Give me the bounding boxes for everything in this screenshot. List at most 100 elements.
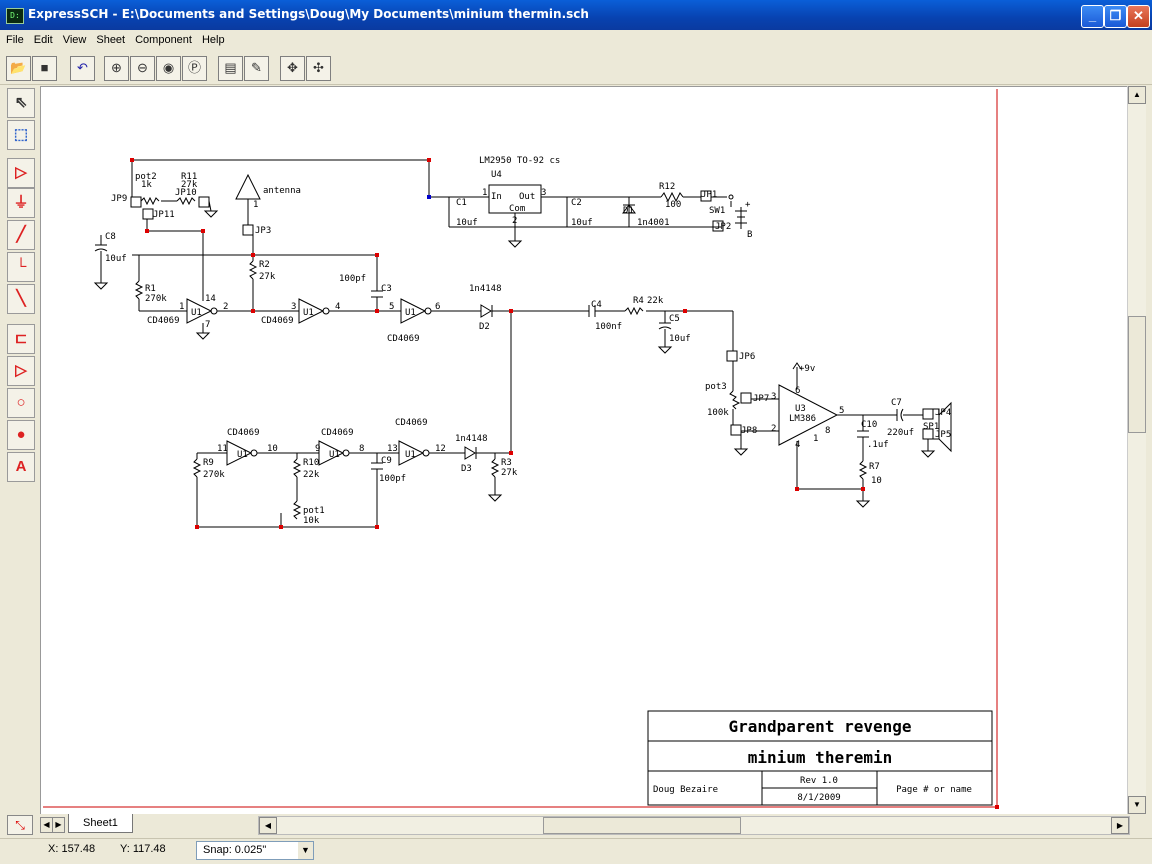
vertical-scrollbar[interactable]: ▲ ▼ (1127, 86, 1146, 814)
label-c5-value: 10uf (669, 334, 691, 344)
label-c3-value: 100pf (339, 274, 366, 284)
label-sp1: SP1 (923, 422, 939, 432)
scroll-down-icon[interactable]: ▼ (1128, 796, 1146, 814)
tab-next-icon[interactable]: ▶ (52, 817, 65, 833)
wire-corner-icon[interactable]: └ (7, 252, 35, 282)
scroll-left-icon[interactable]: ◀ (259, 817, 277, 834)
menu-edit[interactable]: Edit (33, 34, 53, 46)
left-toolbar: ⇖ ⬚ ▷ ⏚ ╱ └ ╲ ⊏ ▷ ○ ● A (0, 86, 38, 826)
label-r9: R9 (203, 458, 214, 468)
label-r2-value: 27k (259, 272, 276, 282)
label-pot3-value: 100k (707, 408, 729, 418)
label-cd4069-2: CD4069 (261, 316, 294, 326)
label-jp11: JP11 (153, 210, 175, 220)
label-r9-value: 270k (203, 470, 225, 480)
part-icon[interactable]: ⊏ (7, 324, 35, 354)
label-r11: R11 (181, 172, 197, 182)
menu-help[interactable]: Help (201, 34, 225, 46)
label-cd4069-5: CD4069 (321, 428, 354, 438)
status-y: Y: 117.48 (120, 843, 166, 855)
label-9v: +9v (799, 364, 815, 374)
label-pin9: 9 (315, 444, 320, 454)
menu-sheet[interactable]: Sheet (96, 34, 126, 46)
label-pin13: 13 (387, 444, 398, 454)
restore-button[interactable]: ❐ (1104, 5, 1127, 28)
label-pin3: 3 (291, 302, 296, 312)
label-r7-value: 10 (871, 476, 882, 486)
scroll-right-icon[interactable]: ▶ (1111, 817, 1129, 834)
close-button[interactable]: ✕ (1127, 5, 1150, 28)
status-x: X: 157.48 (48, 843, 96, 855)
ground-icon[interactable]: ⏚ (7, 188, 35, 218)
select-area-icon[interactable]: ⬚ (7, 120, 35, 150)
label-jp9: JP9 (111, 194, 127, 204)
edit-icon[interactable]: ✎ (244, 56, 269, 81)
net-icon[interactable]: ⤡ (7, 815, 33, 835)
tab-prev-icon[interactable]: ◀ (40, 817, 53, 833)
label-r3: R3 (501, 458, 512, 468)
label-u1a: U1 (191, 308, 202, 318)
label-cd4069-4: CD4069 (227, 428, 260, 438)
schematic-canvas[interactable]: LM2950 TO-92 cs U4 In Out Com 1 3 2 C1 1… (40, 86, 1129, 816)
menu-view[interactable]: View (62, 34, 87, 46)
label-r1: R1 (145, 284, 156, 294)
text-icon[interactable]: A (7, 452, 35, 482)
label-antenna: antenna (263, 186, 301, 196)
zoom-in-icon[interactable]: ⊕ (104, 56, 129, 81)
sheet-tab[interactable]: Sheet1 (68, 814, 133, 833)
minimize-button[interactable]: _ (1081, 5, 1104, 28)
app-icon: D: (6, 8, 24, 24)
vertical-scroll-thumb[interactable] (1128, 316, 1146, 433)
scroll-up-icon[interactable]: ▲ (1128, 86, 1146, 104)
open-icon[interactable]: 📂 (6, 56, 31, 81)
title-block-subtitle: minium theremin (748, 748, 893, 767)
junction-icon[interactable]: ● (7, 420, 35, 450)
pan-icon[interactable]: ✥ (280, 56, 305, 81)
wire-icon[interactable]: ╱ (7, 220, 35, 250)
label-d2: D2 (479, 322, 490, 332)
label-d1-value: 1n4001 (637, 218, 670, 228)
bus-icon[interactable]: ╲ (7, 284, 35, 314)
label-com: Com (509, 204, 525, 214)
pointer-icon[interactable]: ⇖ (7, 88, 35, 118)
label-pin6: 6 (435, 302, 440, 312)
label-d1: D1 (623, 206, 634, 216)
label-u4-pin3: 3 (541, 188, 546, 198)
horizontal-scrollbar[interactable]: ◀ ▶ (258, 816, 1130, 835)
horizontal-scroll-thumb[interactable] (543, 817, 741, 834)
buffer-icon[interactable]: ▷ (7, 356, 35, 386)
zoom-out-icon[interactable]: ⊖ (130, 56, 155, 81)
pan-center-icon[interactable]: ✣ (306, 56, 331, 81)
label-u4-pin1: 1 (482, 188, 487, 198)
dropdown-arrow-icon[interactable]: ▼ (298, 842, 313, 859)
component-icon[interactable]: ▷ (7, 158, 35, 188)
label-jp5: JP5 (935, 430, 951, 440)
title-block-page: Page # or name (896, 785, 972, 795)
menu-component[interactable]: Component (135, 34, 192, 46)
menu-bar: File Edit View Sheet Component Help (0, 30, 1152, 50)
zoom-fit-icon[interactable]: ◉ (156, 56, 181, 81)
menu-file[interactable]: File (6, 34, 24, 46)
label-u3-pin5: 5 (839, 406, 844, 416)
label-c10: C10 (861, 420, 877, 430)
label-sw1: SW1 (709, 206, 725, 216)
label-r4: R4 (633, 296, 644, 306)
circle-icon[interactable]: ○ (7, 388, 35, 418)
label-c3: C3 (381, 284, 392, 294)
snap-select[interactable]: Snap: 0.025" ▼ (196, 841, 314, 860)
label-pot2: pot2 (135, 172, 157, 182)
label-r11-value: 27k (181, 180, 198, 190)
label-u4: U4 (491, 170, 502, 180)
properties-icon[interactable]: ▤ (218, 56, 243, 81)
schematic-drawing: LM2950 TO-92 cs U4 In Out Com 1 3 2 C1 1… (43, 89, 999, 809)
zoom-page-icon[interactable]: Ⓟ (182, 56, 207, 81)
label-u1c: U1 (405, 308, 416, 318)
save-icon[interactable]: ■ (32, 56, 57, 81)
label-pin12: 12 (435, 444, 446, 454)
label-lm386: LM386 (789, 414, 816, 424)
label-pin11: 11 (217, 444, 228, 454)
label-c2-value: 10uf (571, 218, 593, 228)
label-cd4069-3: CD4069 (387, 334, 420, 344)
undo-icon[interactable]: ↶ (70, 56, 95, 81)
window-title: ExpressSCH - E:\Documents and Settings\D… (28, 7, 589, 21)
